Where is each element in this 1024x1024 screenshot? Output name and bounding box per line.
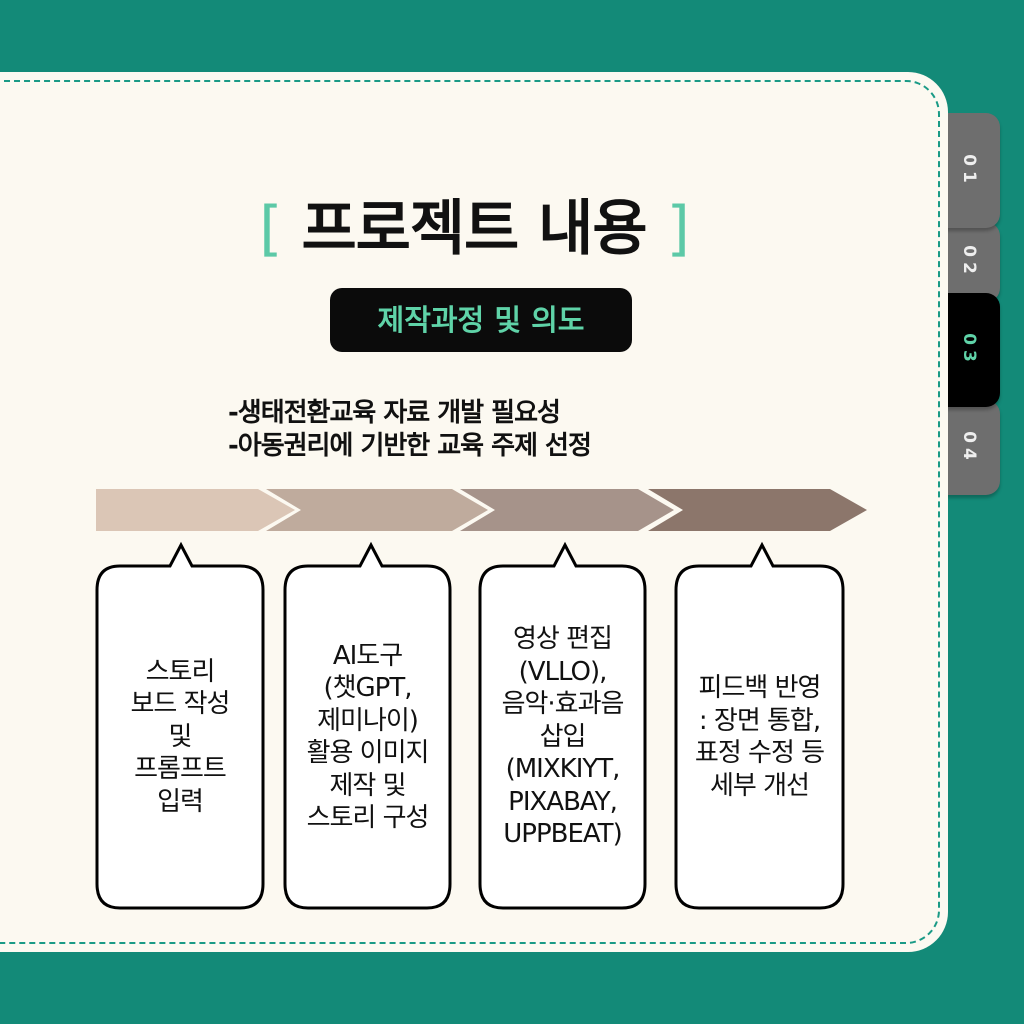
page-title: [ 프로젝트 내용 ] <box>259 194 690 264</box>
callout-3 <box>478 541 647 910</box>
step-3-text: 영상 편집 (VLLO), 음악·효과음 삽입 (MIXKIYT, PIXABA… <box>501 624 625 850</box>
step-arrow-4 <box>648 489 867 531</box>
callout-4 <box>674 541 845 910</box>
step-1-text: 스토리 보드 작성 및 프롬프트 입력 <box>130 656 231 817</box>
step-arrow-3 <box>460 489 674 531</box>
step-4-text: 피드백 반영 : 장면 통합, 표정 수정 등 세부 개선 <box>694 673 825 801</box>
dashed-border <box>0 80 940 944</box>
subtitle-badge: 제작과정 및 의도 <box>330 288 632 352</box>
step-arrow-2 <box>266 489 488 531</box>
step-2-text: AI도구 (챗GPT, 제미나이) 활용 이미지 제작 및 스토리 구성 <box>306 640 430 834</box>
callout-1 <box>95 541 265 910</box>
step-arrow-1 <box>96 489 295 531</box>
callout-2 <box>283 541 452 910</box>
bullet-1: -생태전환교육 자료 개발 필요성 <box>228 398 561 428</box>
bullet-2: -아동권리에 기반한 교육 주제 선정 <box>228 431 592 461</box>
